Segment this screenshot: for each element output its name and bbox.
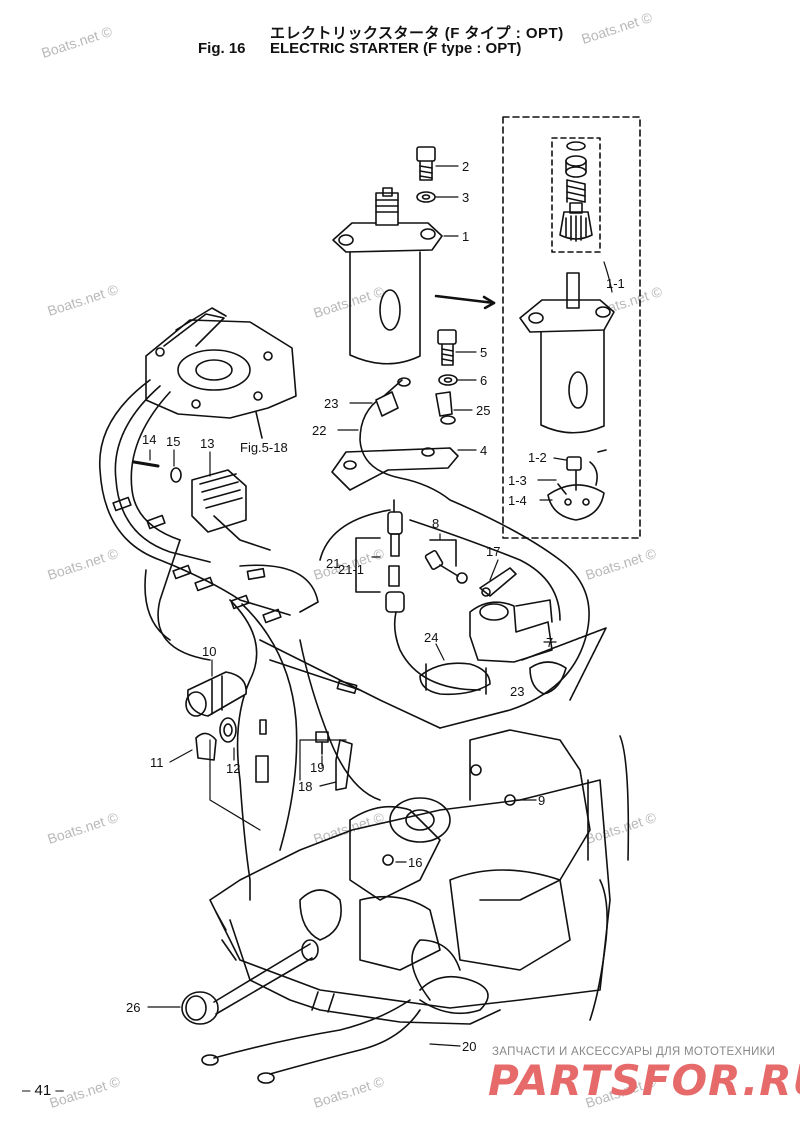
callout-1-3: 1-3 — [508, 473, 527, 488]
callout-7: 7 — [546, 635, 553, 650]
callout-1-1: 1-1 — [606, 276, 625, 291]
snap-ring — [566, 141, 586, 151]
stator-assembly — [145, 307, 297, 419]
starter-cable-22 — [359, 377, 590, 729]
callout-21-1: 21-1 — [338, 562, 364, 577]
callout-15: 15 — [166, 434, 180, 449]
terminal-17 — [479, 567, 517, 597]
washer-15 — [170, 467, 182, 483]
starter-bracket-4 — [331, 447, 459, 491]
bolt-5 — [437, 329, 457, 366]
callout-1-2: 1-2 — [528, 450, 547, 465]
ground-strap-18 — [335, 739, 353, 791]
rectifier-13 — [191, 469, 271, 551]
callout-23: 23 — [324, 396, 338, 411]
callout-4: 4 — [480, 443, 487, 458]
callout-3: 3 — [462, 190, 469, 205]
washer-3 — [416, 191, 436, 203]
callout-19: 19 — [310, 760, 324, 775]
engine-block — [209, 729, 630, 1025]
neutral-switch-10 — [185, 671, 247, 717]
callout-13: 13 — [200, 436, 214, 451]
subassembly-dashed-box — [502, 116, 641, 539]
connector-21 — [355, 499, 481, 691]
stopper — [565, 155, 587, 178]
callout-16: 16 — [408, 855, 422, 870]
washer-6 — [438, 374, 458, 386]
callout-23-cap: 23 — [510, 684, 524, 699]
pinion-dashed-box — [551, 137, 601, 253]
brush-holder-1-4 — [547, 449, 607, 521]
arrowhead — [482, 295, 496, 310]
rubber-band-24 — [419, 662, 491, 696]
callout-11: 11 — [150, 755, 164, 770]
callout-26: 26 — [126, 1000, 140, 1015]
callout-21: 21 — [326, 556, 340, 571]
callout-5: 5 — [480, 345, 487, 360]
leader-fig — [255, 411, 263, 439]
callout-1: 1 — [462, 229, 469, 244]
battery-cable-20 — [201, 939, 489, 1084]
promo-tagline: ЗАПЧАСТИ И АКСЕССУАРЫ ДЛЯ МОТОТЕХНИКИ — [492, 1046, 776, 1058]
callout-1-4: 1-4 — [508, 493, 527, 508]
terminal-17-eye — [481, 587, 491, 597]
washer-6-hole — [443, 377, 453, 383]
callout-24: 24 — [424, 630, 438, 645]
callout-leaders — [147, 165, 613, 1047]
washer-12 — [219, 717, 237, 743]
pinion-gear — [559, 202, 593, 242]
callout-25: 25 — [476, 403, 490, 418]
washer-3-hole — [421, 194, 431, 200]
callout-2: 2 — [462, 159, 469, 174]
figure-number: Fig. 16 — [198, 40, 246, 57]
starter-motor-1 — [332, 187, 443, 365]
cap-23 — [529, 661, 567, 695]
bolt-2 — [416, 146, 436, 181]
title-japanese: エレクトリックスタータ (F タイプ : OPT) — [270, 25, 564, 42]
callout-22: 22 — [312, 423, 326, 438]
direction-arrow — [434, 294, 496, 305]
callout-9: 9 — [538, 793, 545, 808]
callout-20: 20 — [462, 1039, 476, 1054]
figure-title: ELECTRIC STARTER (F type : OPT) — [270, 40, 522, 57]
callout-17: 17 — [486, 544, 500, 559]
callout-8: 8 — [432, 516, 439, 531]
wire-harness — [98, 379, 561, 901]
starter-motor-1-1 — [519, 272, 615, 434]
title-english: Fig. 16 ELECTRIC STARTER (F type : OPT) — [198, 40, 521, 57]
sensor-26 — [181, 939, 319, 1025]
bolt-14 — [132, 460, 160, 468]
callout-6: 6 — [480, 373, 487, 388]
bracket-25 — [435, 391, 453, 417]
callout-14: 14 — [142, 432, 156, 447]
clip-11 — [195, 732, 217, 761]
leader-23b — [521, 627, 607, 701]
washer-12-hole — [223, 723, 233, 737]
connectors — [112, 496, 358, 783]
callout-18: 18 — [298, 779, 312, 794]
bolt-19 — [315, 731, 329, 755]
spring — [566, 179, 586, 203]
bolt-8 — [424, 539, 468, 584]
page-number: – 41 – — [22, 1082, 64, 1099]
promo-brand-logo: PARTSFOR.RU — [488, 1056, 800, 1105]
washer-25 — [440, 415, 456, 425]
callout-fig-5-18: Fig.5-18 — [240, 440, 288, 455]
callout-10: 10 — [202, 644, 216, 659]
starter-relay-7 — [469, 599, 553, 663]
callout-12: 12 — [226, 761, 240, 776]
